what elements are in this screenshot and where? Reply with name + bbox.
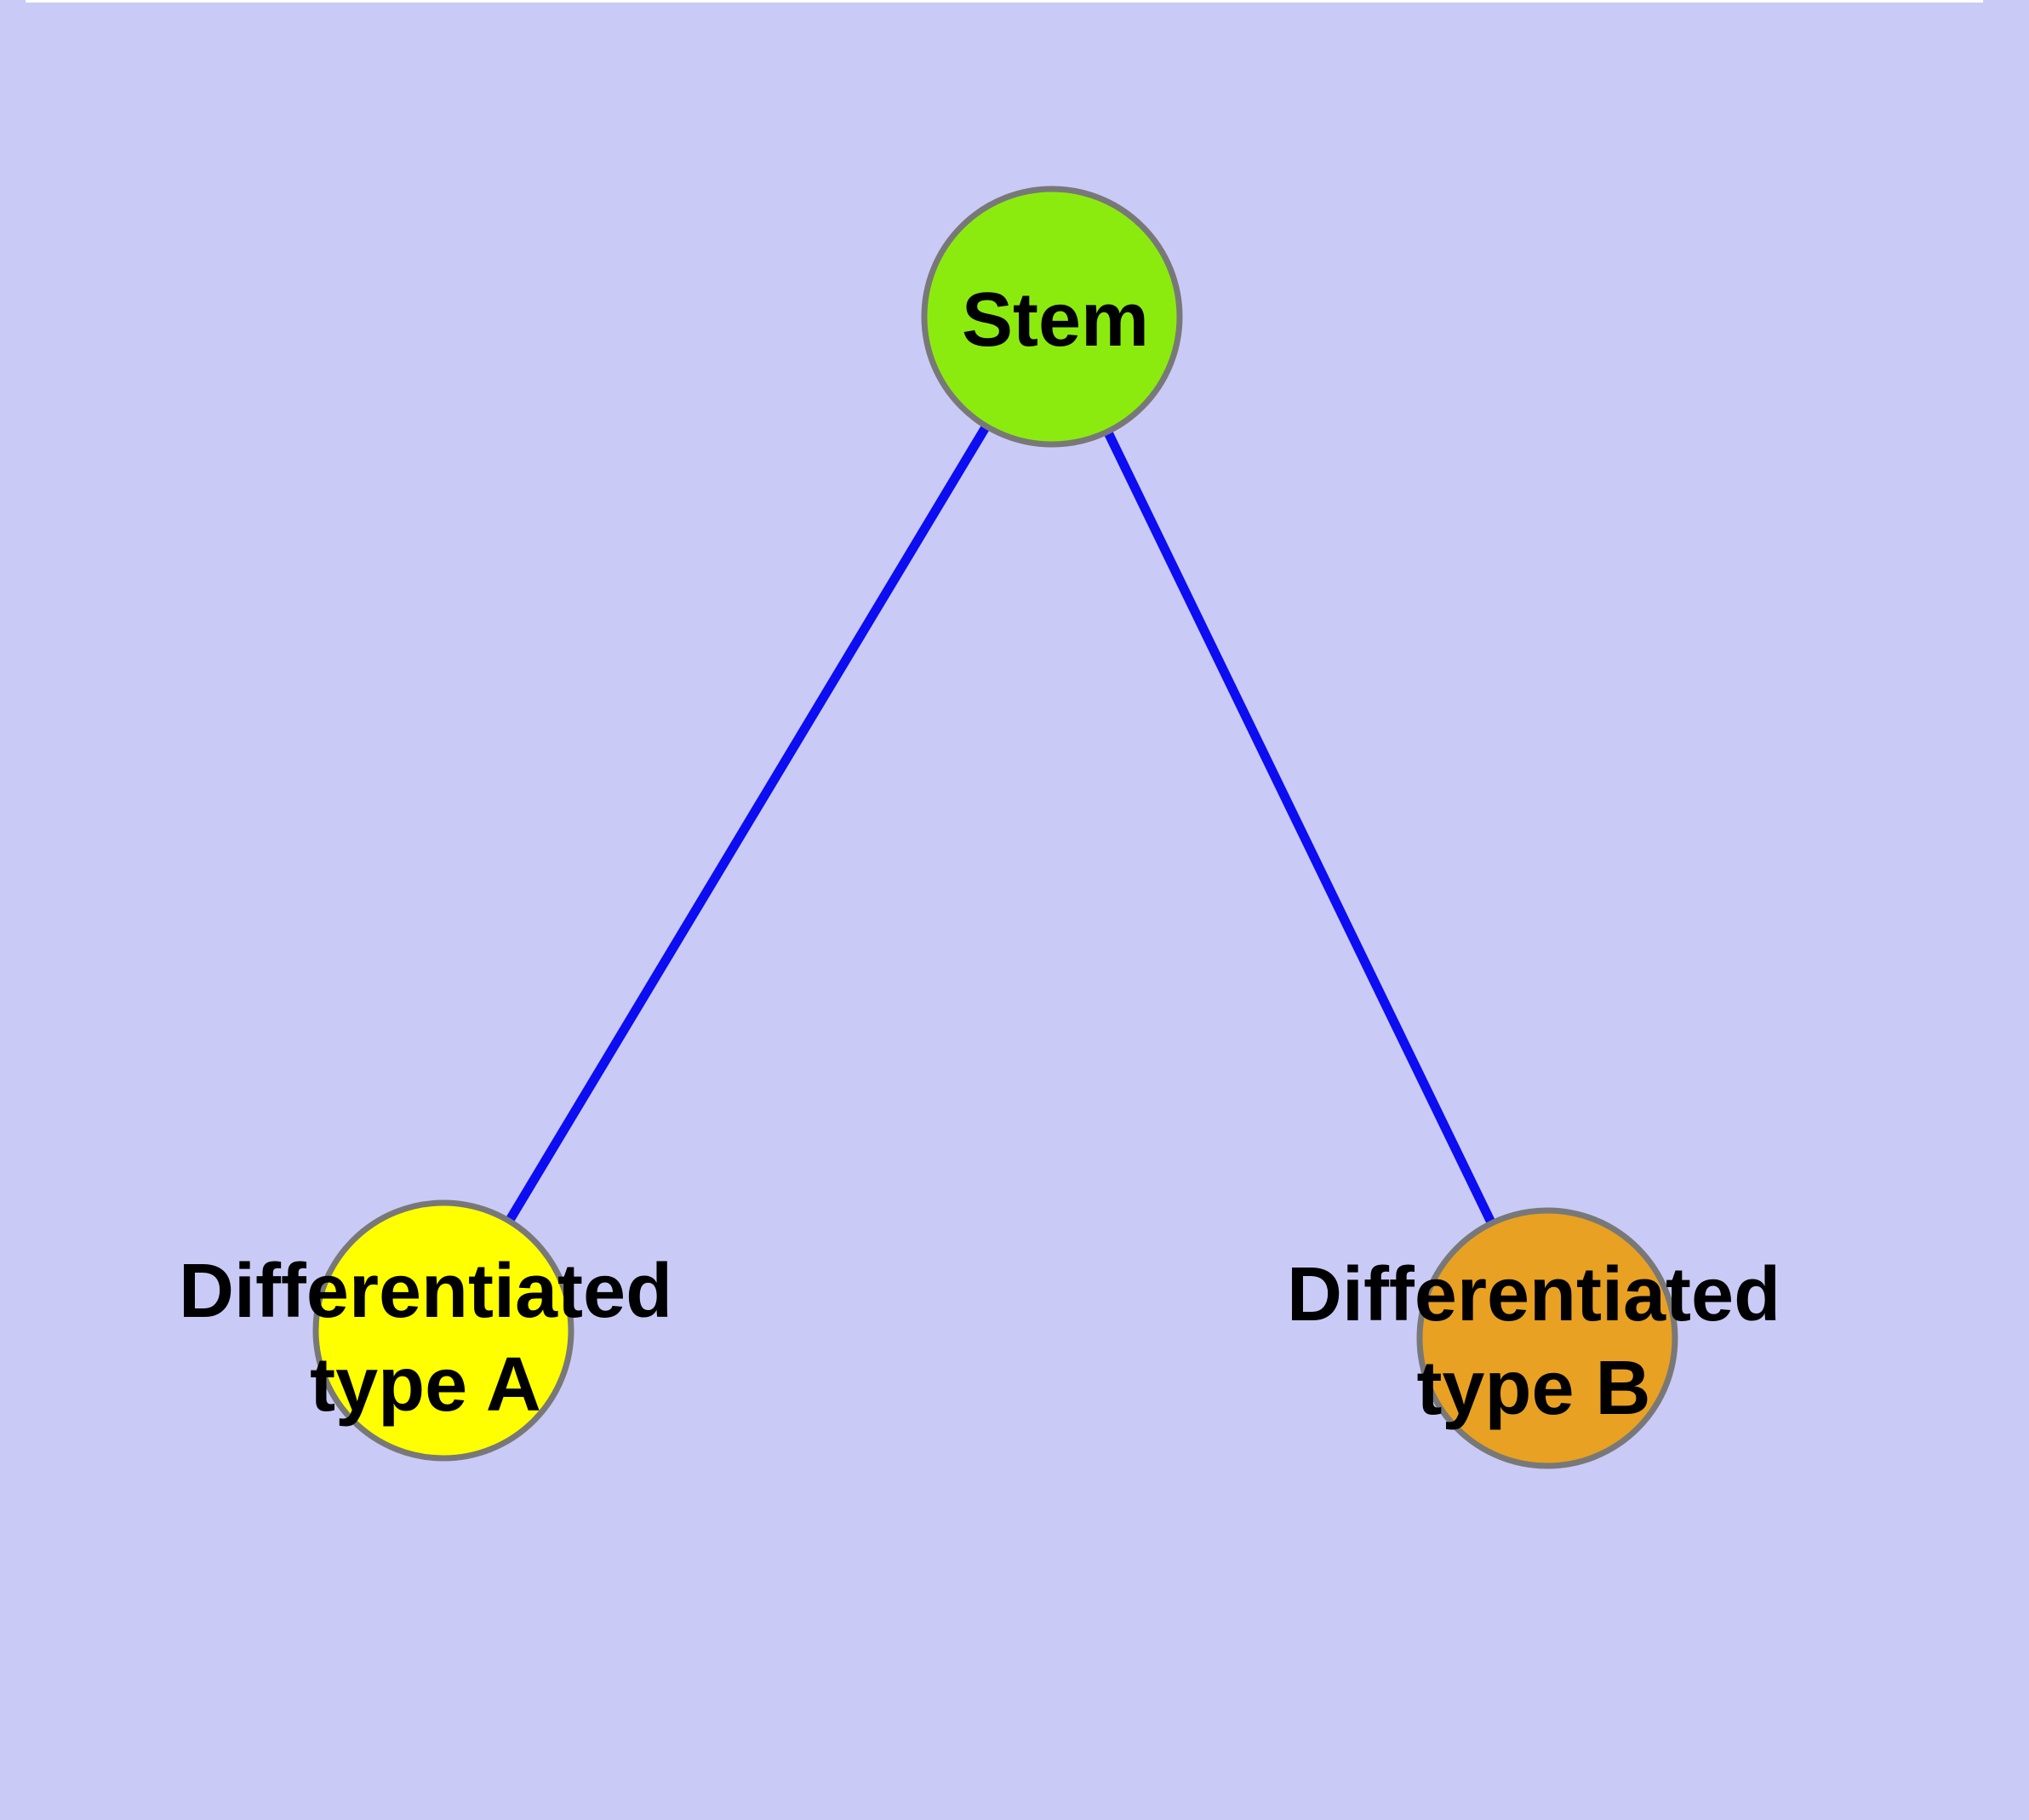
top-margin-strip: [26, 0, 1983, 3]
node-stem: [921, 186, 1183, 448]
node-label-differentiated-type-a: Differentiated type A: [178, 1249, 673, 1428]
node-label-differentiated-type-b: Differentiated type B: [1286, 1252, 1781, 1431]
node-differentiated-type-b: [1416, 1207, 1678, 1469]
node-label-stem: Stem: [961, 278, 1150, 363]
edge-stem-to-type-b: [1048, 314, 1552, 1341]
edge-stem-to-type-a: [439, 314, 1056, 1333]
node-differentiated-type-a: [312, 1199, 574, 1462]
